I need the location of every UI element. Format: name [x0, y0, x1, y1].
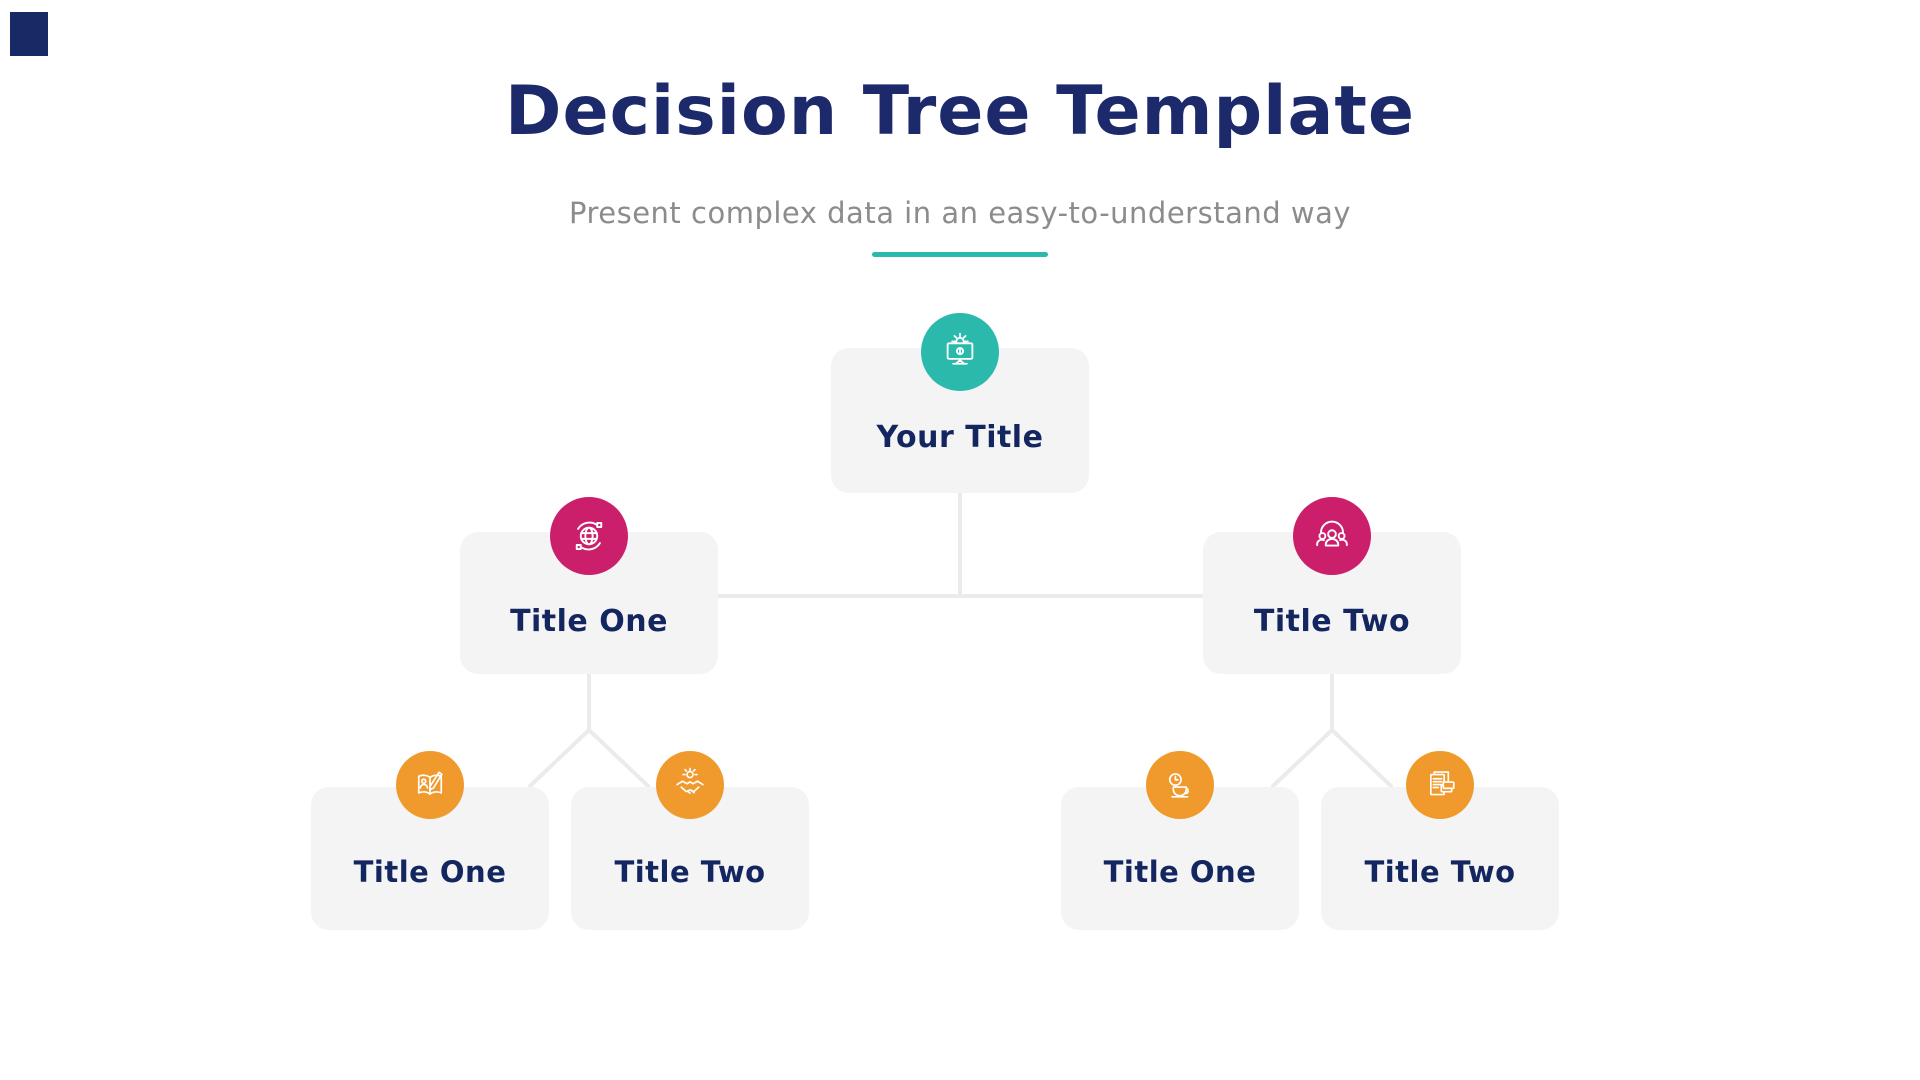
node-title-one-l1: Title One	[460, 497, 718, 674]
book-author-icon	[417, 771, 443, 795]
node-title-one-l2-right-badge	[1146, 751, 1214, 819]
handshake-gear-icon	[676, 767, 704, 794]
node-title-one-l1-label: Title One	[510, 604, 668, 639]
node-title-two-l2-left-label: Title Two	[614, 855, 766, 889]
node-title-one-l2-left-label: Title One	[353, 855, 507, 889]
node-root-badge	[921, 313, 999, 391]
globe-sync-icon	[575, 521, 603, 551]
node-title-one-l2-left-badge	[396, 751, 464, 819]
node-title-two-l2-right-label: Title Two	[1364, 855, 1516, 889]
node-root: Your Title	[831, 313, 1089, 493]
node-title-two-l2-left: Title Two	[571, 751, 809, 930]
page-subtitle: Present complex data in an easy-to-under…	[569, 196, 1351, 230]
monitor-gear-icon	[946, 332, 974, 365]
node-title-two-l1-label: Title Two	[1253, 604, 1411, 639]
node-title-two-l2-left-badge	[656, 751, 724, 819]
node-title-one-l1-badge	[550, 497, 628, 575]
people-group-icon	[1316, 520, 1348, 547]
documents-cards-icon	[1430, 771, 1455, 796]
node-root-label: Your Title	[876, 420, 1044, 455]
node-title-one-l2-right-label: Title One	[1103, 855, 1257, 889]
node-title-two-l2-right-badge	[1406, 751, 1474, 819]
page-title: Decision Tree Template	[505, 72, 1415, 151]
node-title-one-l2-right: Title One	[1061, 751, 1299, 930]
corner-accent	[10, 12, 48, 56]
accent-divider	[872, 252, 1048, 257]
node-title-two-l1-badge	[1293, 497, 1371, 575]
node-title-two-l2-right: Title Two	[1321, 751, 1559, 930]
node-title-one-l2-left: Title One	[311, 751, 549, 930]
coffee-clock-icon	[1168, 773, 1189, 798]
node-title-two-l1: Title Two	[1203, 497, 1461, 674]
